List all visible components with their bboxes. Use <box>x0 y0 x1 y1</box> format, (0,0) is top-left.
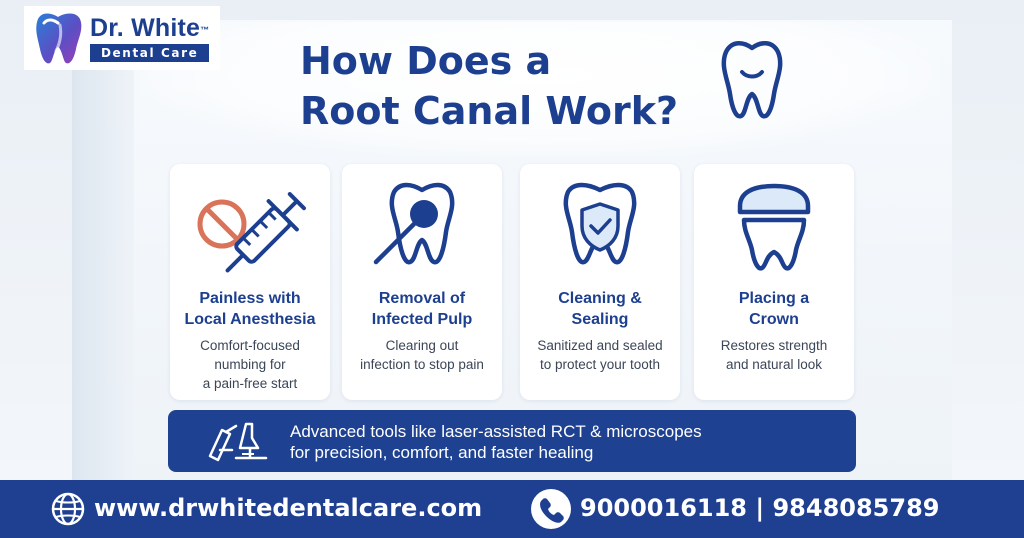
card-title: Placing a Crown <box>738 290 810 328</box>
contact-footer: www.drwhitedentalcare.com 9000016118 | 9… <box>0 480 1024 538</box>
card-description: Clearing out infection to stop pain <box>360 338 484 372</box>
card-description: Comfort-focused numbing for a pain-free … <box>200 338 300 391</box>
decorative-pillar <box>72 60 134 480</box>
card-title: Removal of Infected Pulp <box>371 290 473 328</box>
smiling-tooth-icon <box>721 41 783 119</box>
syringe-icon <box>197 192 306 273</box>
tooth-pulp-icon <box>373 182 455 265</box>
brand-name: Dr. White™ <box>90 14 210 42</box>
page-title: How Does a Root Canal Work? <box>300 39 679 133</box>
step-card-cleaning-sealing: Cleaning & Sealing Sanitized and sealed … <box>520 164 680 400</box>
website-link[interactable]: www.drwhitedentalcare.com <box>94 494 483 522</box>
card-title: Painless with Local Anesthesia <box>184 290 316 328</box>
laser-microscope-icon <box>208 422 268 462</box>
phone-icon <box>531 489 571 529</box>
step-card-crown: Placing a Crown Restores strength and na… <box>694 164 854 400</box>
brand-subtitle: Dental Care <box>90 44 210 62</box>
globe-icon <box>51 492 85 526</box>
card-description: Sanitized and sealed to protect your too… <box>537 338 663 372</box>
card-title: Cleaning & Sealing <box>558 290 642 328</box>
logo-tooth-icon <box>36 13 82 64</box>
phone-numbers[interactable]: 9000016118 | 9848085789 <box>580 494 940 522</box>
banner-text: Advanced tools like laser-assisted RCT &… <box>290 422 702 462</box>
tooth-shield-icon <box>563 182 637 265</box>
brand-logo[interactable]: Dr. White™ Dental Care <box>24 6 220 70</box>
tooth-crown-icon <box>737 183 811 271</box>
step-card-anesthesia: Painless with Local Anesthesia Comfort-f… <box>170 164 330 400</box>
card-description: Restores strength and natural look <box>720 338 828 372</box>
header-glow <box>140 22 940 157</box>
advanced-tools-banner: Advanced tools like laser-assisted RCT &… <box>168 410 856 472</box>
step-card-pulp-removal: Removal of Infected Pulp Clearing out in… <box>342 164 502 400</box>
